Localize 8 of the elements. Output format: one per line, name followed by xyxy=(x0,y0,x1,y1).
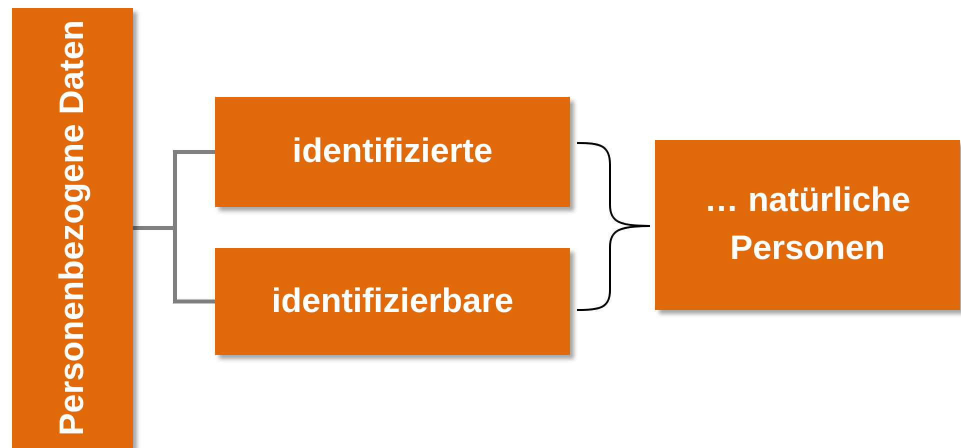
box-label: identifizierte xyxy=(292,131,493,172)
category-box xyxy=(655,140,960,310)
category-box xyxy=(215,248,570,355)
box-label: … natürliche Personen xyxy=(704,180,912,269)
box-label: identifizierbare xyxy=(272,280,514,322)
category-box xyxy=(215,97,570,207)
vertical-category-box xyxy=(12,8,133,448)
box-label: Personenbezogene Daten xyxy=(52,20,92,436)
